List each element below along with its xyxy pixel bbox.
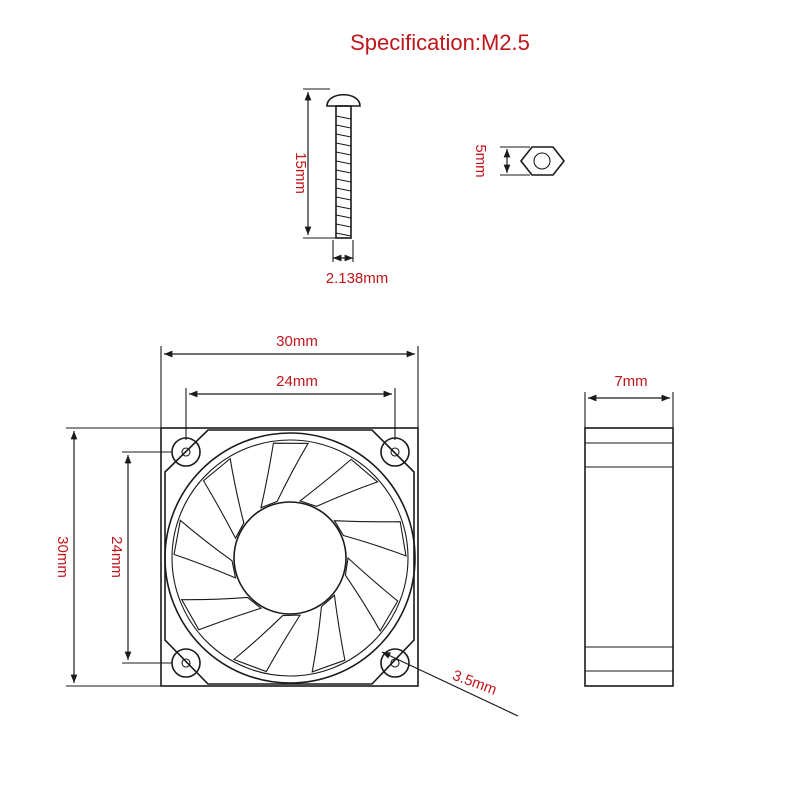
screw-thread-line xyxy=(335,214,352,219)
screw-thread-line xyxy=(335,187,352,192)
screw-thread-line xyxy=(335,205,352,210)
fan-blade xyxy=(173,519,237,579)
screw-thread-line xyxy=(335,151,352,156)
fan-housing-inner xyxy=(171,439,409,677)
fan-hole-label: 3.5mm xyxy=(450,667,499,699)
fan-blade xyxy=(202,457,245,540)
screw-thread-line xyxy=(335,142,352,147)
fan-blades xyxy=(173,442,407,673)
fan-blade xyxy=(298,458,379,507)
fan-blade xyxy=(260,442,310,509)
screw-drawing: 15mm 2.138mm xyxy=(292,88,389,287)
screw-thread-line xyxy=(335,160,352,165)
fan-hub xyxy=(233,501,347,615)
screw-thread-line xyxy=(335,232,352,237)
screw-thread-line xyxy=(335,169,352,174)
fan-thickness-label: 7mm xyxy=(614,373,647,390)
fan-front-view: 30mm 24mm 30mm 24mm 3.5mm xyxy=(54,333,519,717)
nut-hole xyxy=(533,152,551,170)
fan-hole-spacing-v-label: 24mm xyxy=(108,536,125,578)
screw-thread-line xyxy=(335,178,352,183)
fan-blade xyxy=(333,520,407,557)
nut-hex xyxy=(519,146,566,176)
fan-hole-spacing-h-label: 24mm xyxy=(276,373,318,390)
screw-head xyxy=(326,93,361,107)
fan-side-body xyxy=(584,427,674,687)
fan-inner-frame xyxy=(164,429,415,685)
fan-blade xyxy=(180,596,263,631)
screw-thread-line xyxy=(335,133,352,138)
screw-threads xyxy=(335,115,352,237)
fan-blade xyxy=(232,614,302,673)
screw-diameter-label: 2.138mm xyxy=(326,270,389,287)
nut-drawing: 5mm xyxy=(472,144,566,178)
fan-side-view: 7mm xyxy=(584,373,674,687)
spec-title: Specification:M2.5 xyxy=(350,30,530,55)
mounting-hole-bottom-left xyxy=(171,648,201,678)
fan-housing-outer xyxy=(164,432,416,684)
fan-width-label: 30mm xyxy=(276,333,318,350)
fan-blade xyxy=(344,556,399,633)
fan-frame xyxy=(160,427,419,687)
screw-thread-line xyxy=(335,223,352,228)
screw-shank xyxy=(335,105,352,239)
nut-size-label: 5mm xyxy=(472,144,489,177)
screw-thread-line xyxy=(335,124,352,129)
screw-thread-line xyxy=(335,115,352,120)
fan-hole-leader xyxy=(381,651,519,717)
screw-length-label: 15mm xyxy=(292,152,309,194)
screw-thread-line xyxy=(335,196,352,201)
fan-blade xyxy=(311,594,346,673)
mounting-hole-bottom-right xyxy=(380,648,410,678)
fan-height-label: 30mm xyxy=(54,536,71,578)
